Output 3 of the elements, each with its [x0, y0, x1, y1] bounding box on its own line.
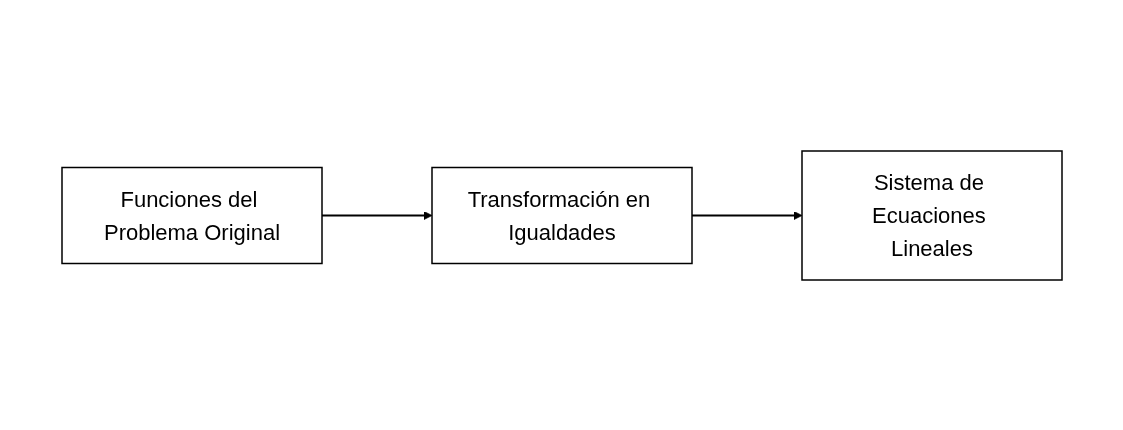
node-box: Funciones del Problema Original [60, 166, 323, 264]
node-box: Transformación en Igualdades [430, 166, 693, 264]
node-box: Sistema de Ecuaciones Lineales [800, 149, 1063, 281]
